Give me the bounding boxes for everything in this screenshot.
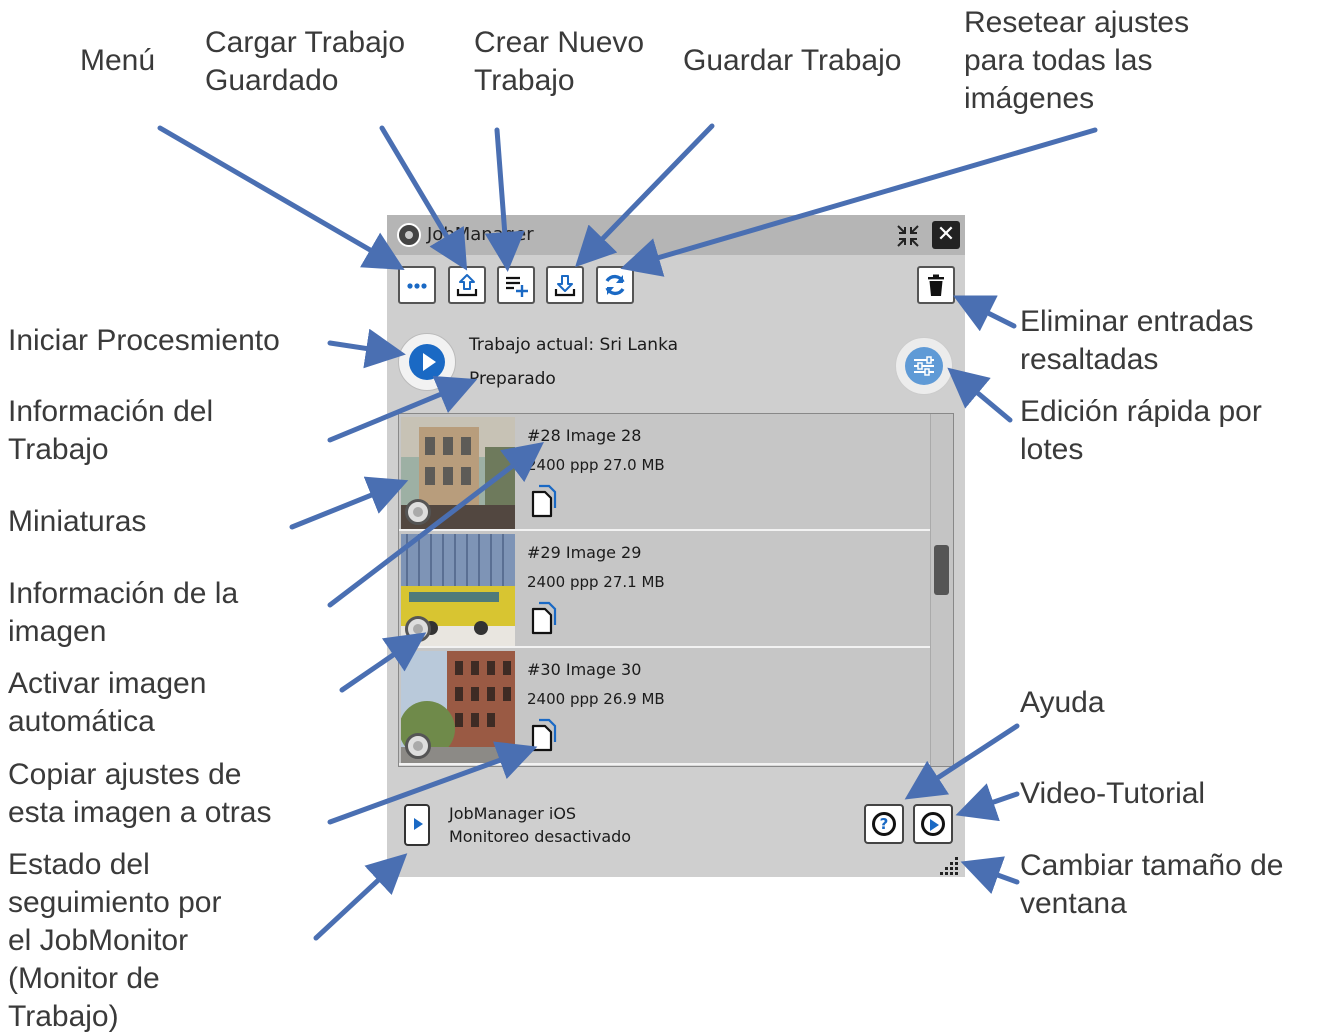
annotation-thumbnails: Miniaturas xyxy=(8,505,147,538)
menu-button[interactable] xyxy=(398,266,436,304)
trash-icon xyxy=(928,274,944,296)
copy-settings-icon[interactable] xyxy=(529,718,557,752)
auto-image-icon[interactable] xyxy=(405,733,431,759)
new-job-icon xyxy=(506,276,528,297)
new-job-button[interactable] xyxy=(497,266,535,304)
video-tutorial-button[interactable] xyxy=(913,804,953,844)
help-icon: ? xyxy=(872,812,896,836)
thumbnail[interactable] xyxy=(401,534,515,646)
thumbnail[interactable] xyxy=(401,651,515,763)
play-icon xyxy=(409,344,445,380)
list-item[interactable]: #28 Image 28 2400 ppp 27.0 MB xyxy=(399,414,930,531)
scrollbar-thumb[interactable] xyxy=(934,545,949,595)
annotation-new-job: Crear Nuevo Trabajo xyxy=(474,26,645,97)
start-processing-button[interactable] xyxy=(398,333,456,391)
annotation-start-processing: Iniciar Procesmiento xyxy=(8,324,280,357)
annotation-load-job: Cargar Trabajo Guardado xyxy=(205,26,406,97)
help-button[interactable]: ? xyxy=(864,804,904,844)
annotation-save-job: Guardar Trabajo xyxy=(683,44,902,77)
auto-image-icon[interactable] xyxy=(405,499,431,525)
annotation-batch-edit: Edición rápida por lotes xyxy=(1020,395,1262,466)
save-job-button[interactable] xyxy=(546,266,584,304)
current-job-label: Trabajo actual: Sri Lanka xyxy=(469,335,679,355)
load-job-button[interactable] xyxy=(448,266,486,304)
window-title: JobManager xyxy=(427,224,534,245)
image-info: 2400 ppp 26.9 MB xyxy=(527,690,665,708)
annotation-monitor-status: Estado del seguimiento por el JobMonitor… xyxy=(8,848,222,1033)
thumbnail[interactable] xyxy=(401,417,515,529)
app-icon xyxy=(397,223,421,247)
auto-image-icon[interactable] xyxy=(405,616,431,642)
upload-icon xyxy=(456,274,478,297)
download-icon xyxy=(554,275,576,297)
annotation-video-tutorial: Video-Tutorial xyxy=(1020,777,1206,810)
annotation-job-info: Información del Trabajo xyxy=(8,395,214,466)
annotation-menu: Menú xyxy=(80,44,156,77)
jobmanager-window: JobManager ✕ xyxy=(387,215,965,877)
image-title: #30 Image 30 xyxy=(527,660,642,679)
annotation-resize-window: Cambiar tamaño de ventana xyxy=(1020,849,1284,920)
job-status: Preparado xyxy=(469,369,556,389)
annotation-auto-image: Activar imagen automática xyxy=(8,667,207,738)
image-title: #28 Image 28 xyxy=(527,426,642,445)
collapse-icon[interactable] xyxy=(895,223,921,249)
list-item[interactable]: #29 Image 29 2400 ppp 27.1 MB xyxy=(399,531,930,648)
title-bar[interactable]: JobManager ✕ xyxy=(387,215,965,255)
image-title: #29 Image 29 xyxy=(527,543,642,562)
annotation-copy-settings: Copiar ajustes de esta imagen a otras xyxy=(8,758,272,829)
annotation-help: Ayuda xyxy=(1020,686,1105,719)
annotation-image-info: Información de la imagen xyxy=(8,577,239,648)
monitor-status: Monitoreo desactivado xyxy=(449,827,632,846)
image-list[interactable]: #28 Image 28 2400 ppp 27.0 MB xyxy=(398,413,954,767)
copy-settings-icon[interactable] xyxy=(529,484,557,518)
copy-settings-icon[interactable] xyxy=(529,601,557,635)
close-icon: ✕ xyxy=(936,222,956,247)
ios-label: JobManager iOS xyxy=(449,804,577,823)
refresh-icon xyxy=(605,274,625,296)
delete-entries-button[interactable] xyxy=(917,266,955,304)
resize-grip-icon[interactable] xyxy=(935,855,961,877)
image-info: 2400 ppp 27.1 MB xyxy=(527,573,665,591)
close-button[interactable]: ✕ xyxy=(932,221,960,249)
video-play-icon xyxy=(921,812,945,836)
mobile-device-icon xyxy=(404,804,430,846)
reset-settings-button[interactable] xyxy=(596,266,634,304)
annotation-reset-settings: Resetear ajustes para todas las imágenes xyxy=(964,6,1190,115)
annotation-delete-entries: Eliminar entradas resaltadas xyxy=(1020,305,1254,376)
batch-edit-button[interactable] xyxy=(895,337,953,395)
image-info: 2400 ppp 27.0 MB xyxy=(527,456,665,474)
menu-icon xyxy=(407,283,427,289)
sliders-icon xyxy=(905,347,943,385)
list-item[interactable]: #30 Image 30 2400 ppp 26.9 MB xyxy=(399,648,930,765)
